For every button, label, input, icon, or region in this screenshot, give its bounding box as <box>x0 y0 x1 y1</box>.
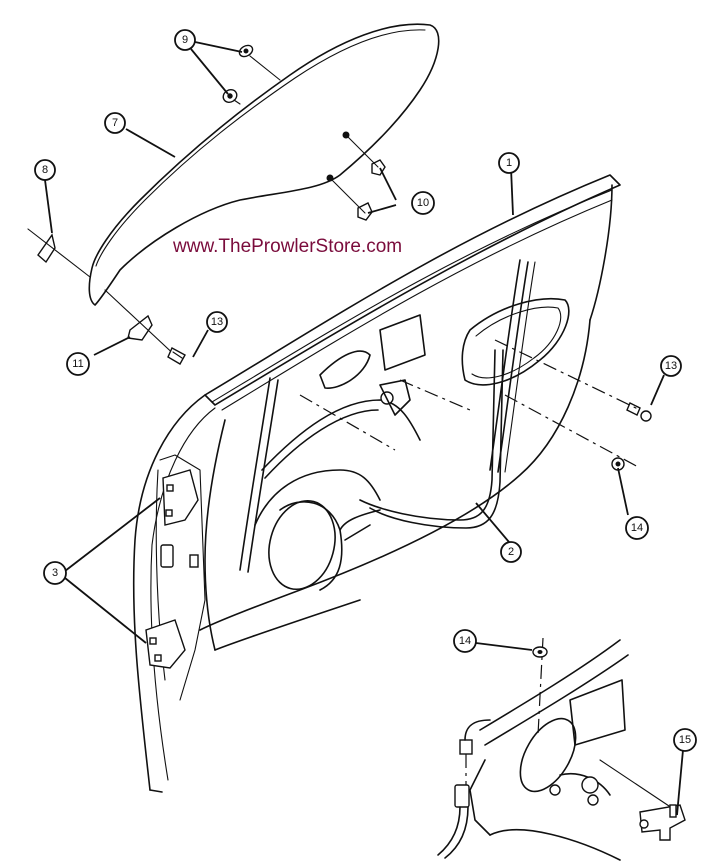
window-regulator <box>239 259 570 573</box>
callout-3-label: 3 <box>52 567 58 579</box>
callout-9-label: 9 <box>182 34 188 46</box>
leader-lines <box>44 41 684 816</box>
callout-15-label: 15 <box>679 734 691 746</box>
callout-9: 9 <box>174 29 196 51</box>
door-glass <box>88 23 440 306</box>
callout-1: 1 <box>498 152 520 174</box>
callout-11: 10 <box>411 191 435 215</box>
callout-8: 8 <box>34 159 56 181</box>
callout-13a-label: 13 <box>211 316 223 328</box>
nuts-11 <box>326 131 386 221</box>
callout-7-label: 7 <box>112 117 118 129</box>
clip-8 <box>27 228 91 278</box>
callout-2-label: 2 <box>508 546 514 558</box>
callout-10: 11 <box>66 352 90 376</box>
bolt-13b <box>626 402 652 422</box>
callout-14b-label: 14 <box>459 635 471 647</box>
bolt-13a <box>167 347 186 365</box>
callout-1-label: 1 <box>506 157 512 169</box>
callout-14a-label: 14 <box>631 522 643 534</box>
callout-13a: 13 <box>206 311 228 333</box>
callout-14a: 14 <box>625 516 649 540</box>
callout-2: 2 <box>500 541 522 563</box>
speaker <box>268 499 381 591</box>
callout-13b: 13 <box>660 355 682 377</box>
callout-13b-label: 13 <box>665 360 677 372</box>
fasteners-9 <box>222 44 281 105</box>
callout-3: 3 <box>43 561 67 585</box>
detail-view <box>437 637 686 861</box>
callout-11-label: 10 <box>417 197 429 209</box>
watermark-url: www.TheProwlerStore.com <box>173 236 403 257</box>
callout-8-label: 8 <box>42 164 48 176</box>
alignment-lines <box>299 339 641 469</box>
callout-10-label: 11 <box>72 358 83 370</box>
bracket-10 <box>104 289 181 361</box>
callout-14b: 14 <box>453 629 477 653</box>
door-hinges <box>145 469 199 669</box>
door-frame <box>132 174 621 793</box>
callout-7: 7 <box>104 112 126 134</box>
callout-15: 15 <box>673 728 697 752</box>
